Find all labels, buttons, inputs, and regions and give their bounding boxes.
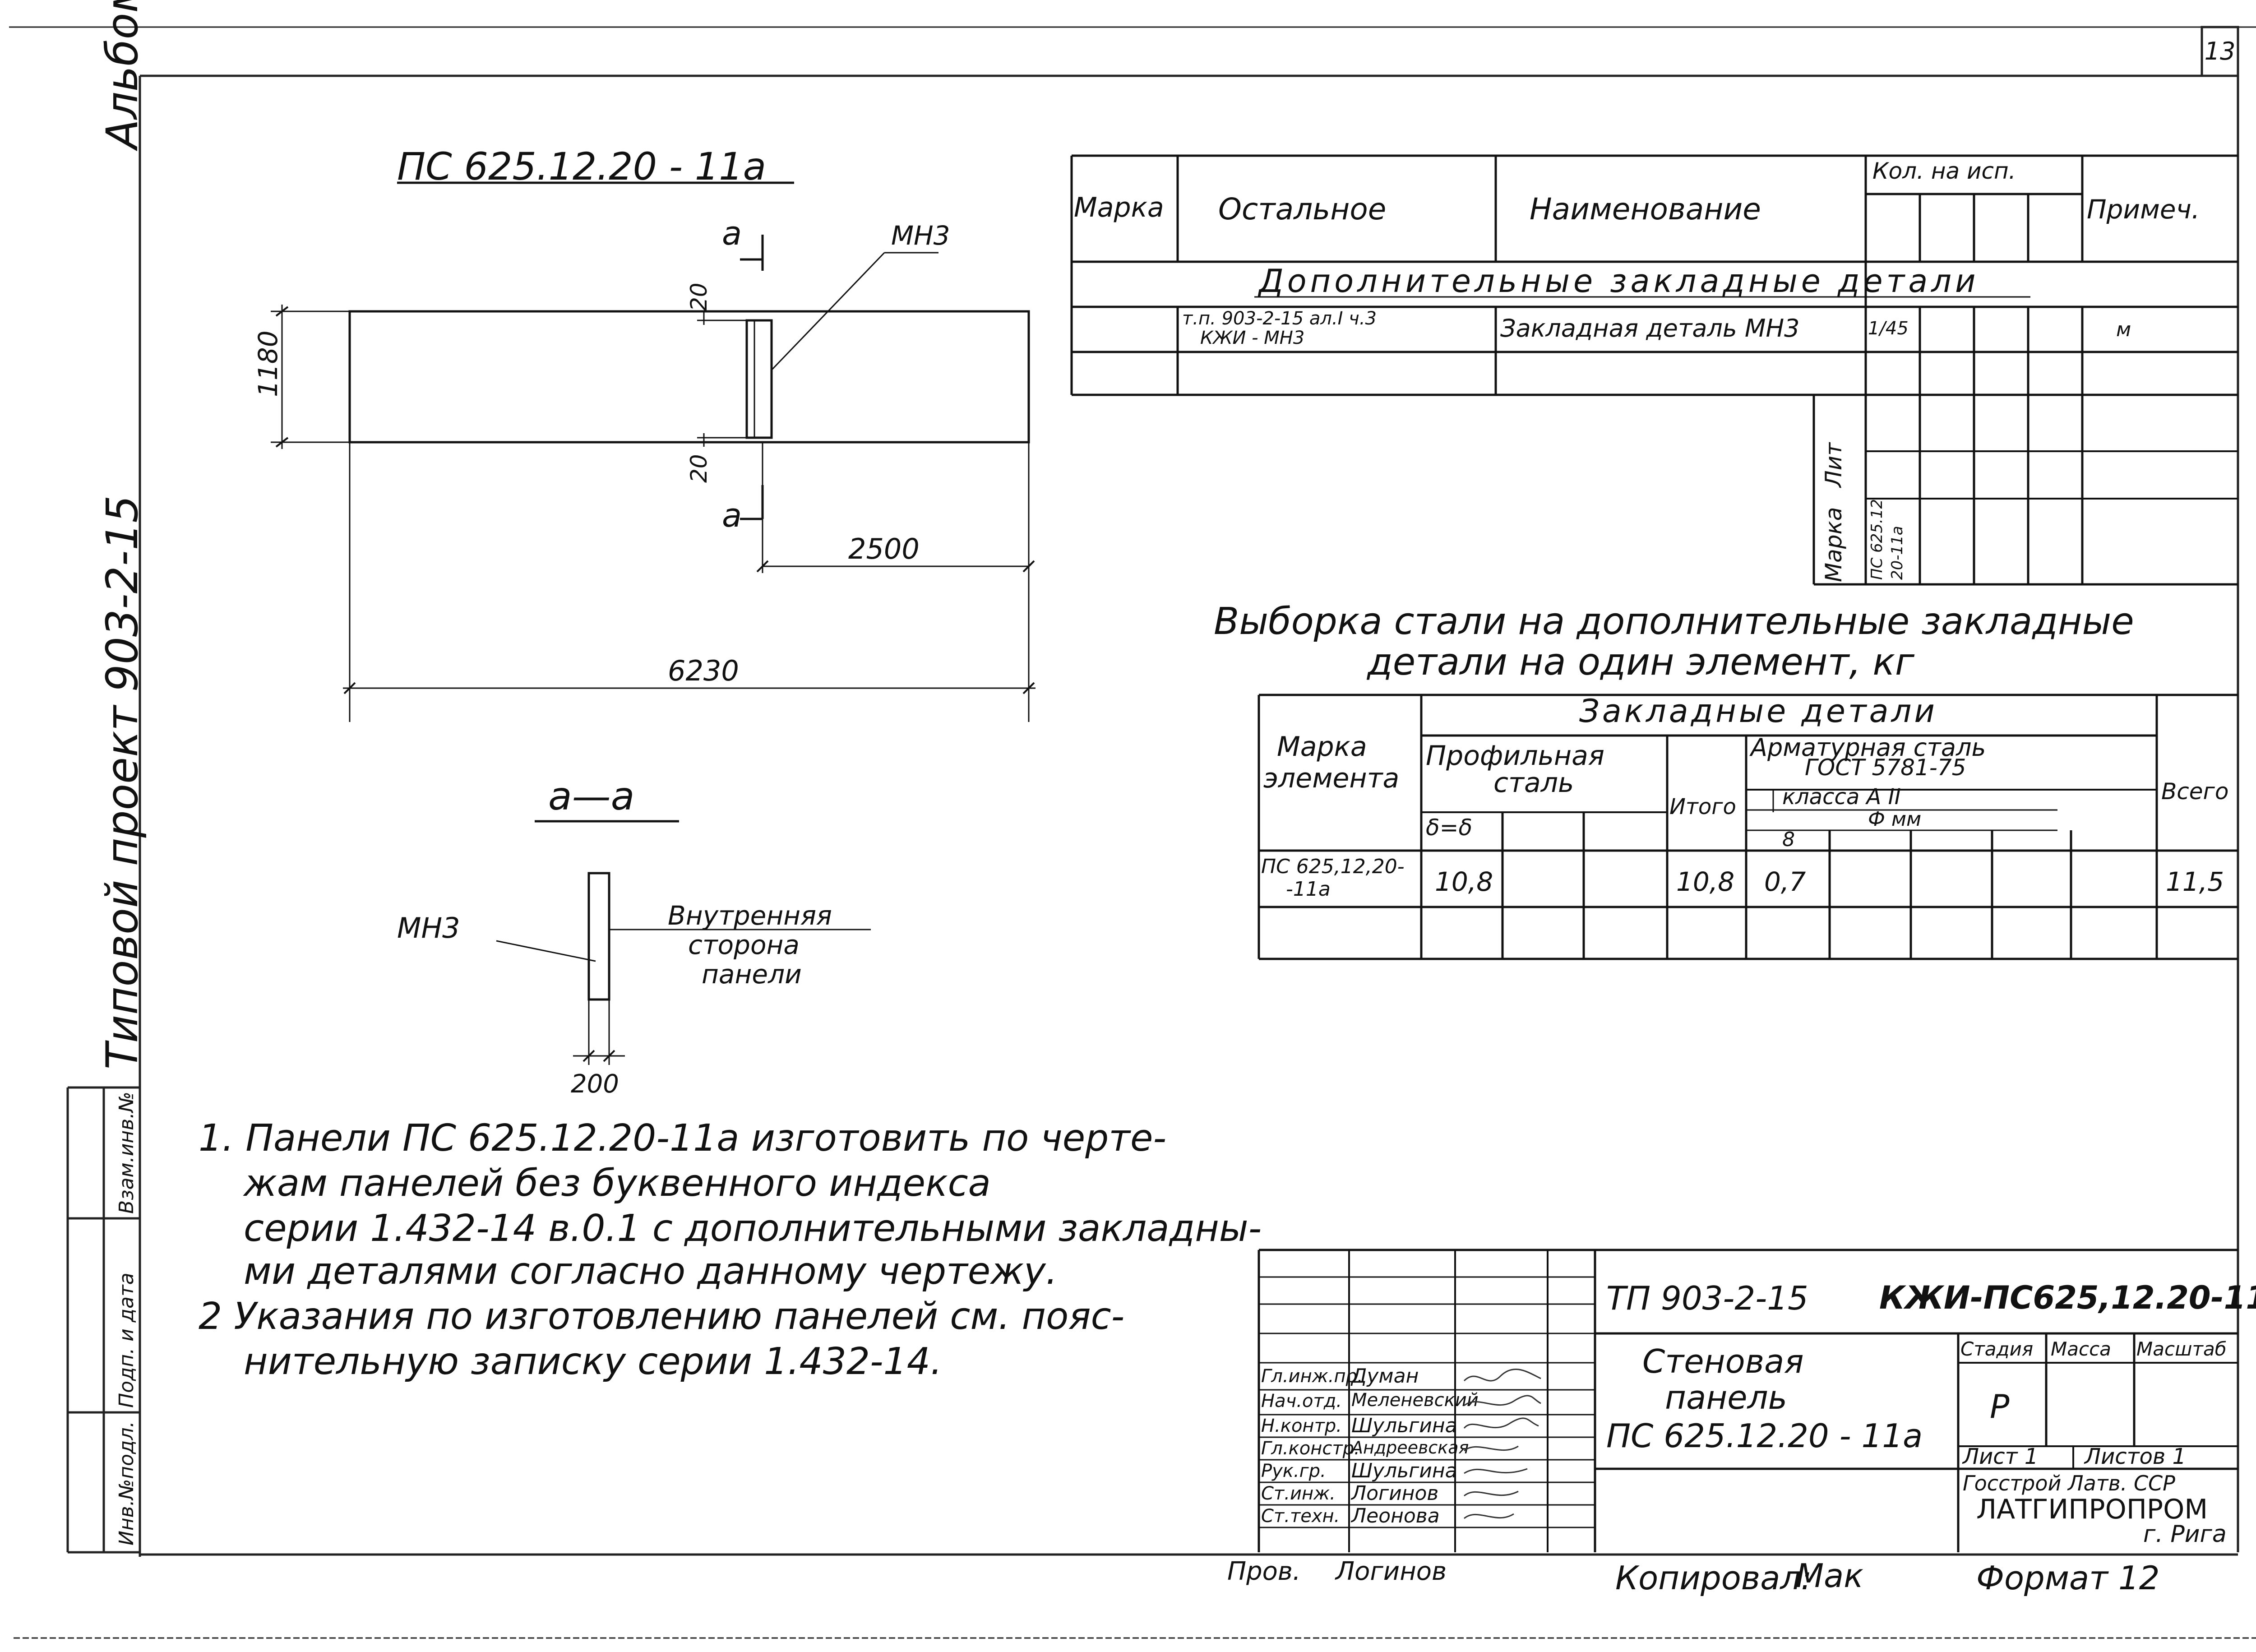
dim-detail-position: 2500 — [848, 532, 920, 565]
format-label: Формат 12 — [1976, 1559, 2160, 1597]
section-title: а—а — [548, 774, 635, 819]
spec-side-mark-value-1: ПС 625.12 — [1868, 499, 1886, 580]
sig-role-5: Рук.гр. — [1261, 1461, 1326, 1481]
steel-header-rebar-class: класса А II — [1782, 784, 1901, 810]
sig-name-2: Меленевский — [1351, 1390, 1479, 1411]
tb-org-1: Госстрой Латв. ССР — [1963, 1471, 2175, 1495]
tb-stage-label: Стадия — [1960, 1338, 2034, 1360]
project-label: Типовой проект 903-2-15 — [97, 495, 148, 1069]
sig-role-1: Гл.инж.пр. — [1261, 1366, 1363, 1387]
stamp-cell-sign: Подп. и дата — [115, 1273, 138, 1408]
checked-name: Логинов — [1336, 1557, 1447, 1586]
spec-row-name: Закладная деталь МН3 — [1500, 314, 1800, 342]
spec-group-title: Дополнительные закладные детали — [1259, 263, 1979, 300]
spec-header-name: Наименование — [1530, 192, 1761, 227]
drawing-title: ПС 625.12.20 - 11а — [397, 144, 767, 189]
note-line-5: 2 Указания по изготовлению панелей см. п… — [199, 1295, 1125, 1338]
spec-header-mark: Марка — [1074, 192, 1164, 223]
dim-thickness: 200 — [571, 1069, 619, 1099]
steel-header-rebar-8: 8 — [1782, 828, 1795, 851]
spec-side-sheet: Лит — [1821, 442, 1847, 487]
steel-header-subtotal: Итого — [1669, 794, 1736, 819]
page-number: 13 — [2204, 37, 2236, 65]
steel-caption-2: детали на один элемент, кг — [1367, 641, 1914, 684]
steel-caption-1: Выборка стали на дополнительные закладны… — [1214, 600, 2134, 643]
sig-name-5: Шульгина — [1351, 1459, 1457, 1482]
spec-row-designation-2: КЖИ - МН3 — [1200, 328, 1305, 348]
spec-row-qty: 1/45 — [1868, 318, 1909, 339]
section-mark-bottom: а — [722, 496, 742, 534]
steel-header-delta: δ=δ — [1426, 814, 1473, 841]
steel-header-rebar-1: Арматурная сталь — [1751, 733, 1986, 762]
section-detail-label: МН3 — [397, 912, 460, 944]
steel-header-profile-2: сталь — [1493, 767, 1574, 799]
tb-org-2: ЛАТГИПРОПРОМ — [1976, 1494, 2208, 1525]
tb-sheets: Листов 1 — [2085, 1444, 2187, 1469]
inner-side-3: панели — [702, 959, 802, 990]
section-mark-top: а — [722, 214, 742, 252]
dim-offset-top: 20 — [686, 282, 712, 311]
steel-row-subtotal: 10,8 — [1676, 866, 1735, 897]
sig-role-4: Гл.констр. — [1261, 1438, 1360, 1459]
dim-length: 6230 — [668, 654, 739, 687]
steel-header-total: Всего — [2161, 778, 2229, 805]
note-line-3: серии 1.432-14 в.0.1 с дополнительными з… — [244, 1207, 1262, 1250]
tb-title-1: Стеновая — [1642, 1342, 1804, 1380]
sig-role-6: Ст.инж. — [1261, 1483, 1336, 1504]
steel-header-embedded: Закладные детали — [1579, 693, 1937, 730]
spec-header-designation: Остальное — [1218, 192, 1387, 227]
inner-side-1: Внутренняя — [668, 900, 832, 931]
spec-side-mark-value-2: 20-11а — [1888, 526, 1906, 580]
stamp-cell-inv: Инв.№подл. — [115, 1421, 138, 1546]
note-line-2: жам панелей без буквенного индекса — [244, 1162, 991, 1205]
steel-header-rebar-2: ГОСТ 5781-75 — [1805, 754, 1966, 781]
tb-project-code: ТП 903-2-15 — [1606, 1279, 1808, 1317]
steel-header-element-1: Марка — [1277, 731, 1367, 763]
detail-label-mn3: МН3 — [891, 220, 950, 251]
sig-name-7: Леонова — [1351, 1504, 1440, 1527]
sig-role-3: Н.контр. — [1261, 1416, 1342, 1436]
tb-org-3: г. Рига — [2143, 1521, 2227, 1548]
copied-by: Мак — [1796, 1557, 1863, 1595]
steel-row-element-1: ПС 625,12,20- — [1261, 855, 1405, 878]
sig-role-7: Ст.техн. — [1261, 1506, 1340, 1527]
tb-title-2: панель — [1665, 1379, 1788, 1416]
dim-height: 1180 — [253, 330, 283, 397]
sig-role-2: Нач.отд. — [1261, 1391, 1342, 1411]
steel-row-rebar: 0,7 — [1764, 866, 1806, 897]
tb-title-3: ПС 625.12.20 - 11а — [1606, 1417, 1923, 1455]
tb-sheet: Лист 1 — [1963, 1444, 2039, 1469]
sig-name-3: Шульгина — [1351, 1414, 1457, 1437]
steel-header-profile-1: Профильная — [1426, 740, 1605, 772]
spec-row-designation-1: т.п. 903-2-15 ал.I ч.3 — [1182, 308, 1377, 329]
tb-drawing-code: КЖИ-ПС625,12.20-11а — [1879, 1279, 2256, 1316]
steel-header-rebar-dia: Ф мм — [1868, 808, 1922, 831]
dim-offset-bottom: 20 — [686, 454, 712, 483]
spec-row-note: м — [2116, 318, 2131, 341]
steel-header-element-2: элемента — [1263, 763, 1400, 794]
tb-mass-label: Масса — [2051, 1338, 2111, 1360]
note-line-6: нительную записку серии 1.432-14. — [244, 1340, 943, 1383]
copied-label: Копировал: — [1615, 1559, 1812, 1597]
sig-name-4: Андреевская — [1351, 1438, 1469, 1458]
tb-scale-label: Масштаб — [2136, 1338, 2227, 1360]
steel-row-profile: 10,8 — [1435, 866, 1493, 897]
stamp-cell-replace: Взам.инв.№ — [115, 1092, 138, 1214]
sig-name-1: Думан — [1351, 1365, 1419, 1388]
checked-role: Пров. — [1227, 1557, 1301, 1586]
album-label: Альбом I часть 3 — [97, 0, 148, 149]
spec-side-mark: Марка — [1821, 507, 1847, 582]
inner-side-2: сторона — [688, 930, 800, 960]
signature-scribbles — [1463, 1368, 1541, 1519]
spec-header-qty: Кол. на исп. — [1872, 158, 2016, 184]
note-line-4: ми деталями согласно данному чертежу. — [244, 1250, 1058, 1293]
spec-header-note: Примеч. — [2087, 194, 2200, 225]
steel-row-total: 11,5 — [2166, 866, 2224, 897]
tb-stage-value: Р — [1990, 1388, 2010, 1425]
steel-row-element-2: -11а — [1286, 878, 1331, 901]
note-line-1: 1. Панели ПС 625.12.20-11а изготовить по… — [199, 1117, 1167, 1160]
sig-name-6: Логинов — [1351, 1482, 1439, 1505]
